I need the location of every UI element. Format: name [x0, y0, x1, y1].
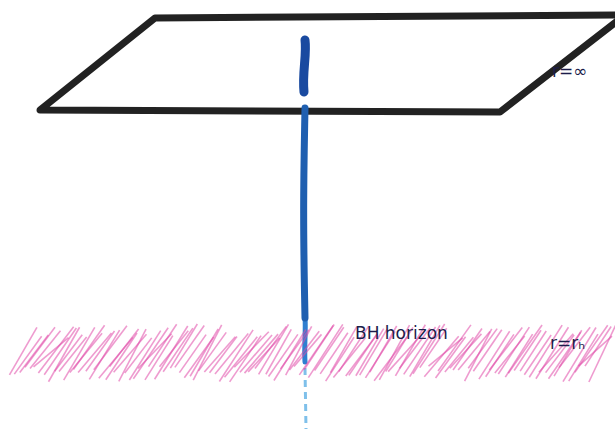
boundary-plane: r=∞ [40, 10, 615, 116]
hatch-stroke [49, 327, 80, 382]
string-connector [304, 108, 305, 318]
hatch-stroke [468, 329, 497, 369]
hatch-stroke [520, 331, 546, 371]
hatch-stroke [38, 327, 73, 373]
plane-edge [40, 15, 615, 112]
hatch-stroke [315, 327, 344, 370]
hatch-stroke [34, 338, 69, 367]
hatch-stroke [170, 324, 197, 368]
hatch-stroke [14, 336, 41, 374]
horizon-label: BH horizon [355, 324, 448, 343]
hatch-stroke [190, 329, 218, 376]
horizon-band: BH horizon r=rₕ [8, 318, 610, 384]
hatch-stroke [163, 328, 193, 372]
hatch-stroke [269, 334, 298, 376]
boundary-label: r=∞ [552, 62, 587, 81]
hatch-stroke [234, 332, 268, 367]
plane-outline [40, 10, 615, 116]
hatch-stroke [585, 327, 611, 367]
hatch-stroke [149, 324, 177, 366]
horizon-radius-label: r=rₕ [550, 334, 585, 353]
hatch-stroke [259, 324, 289, 374]
hatch-stroke [55, 335, 83, 371]
horizon-hatching [8, 318, 610, 384]
hatch-stroke [289, 331, 319, 370]
hatch-stroke [524, 335, 551, 375]
hatch-stroke [119, 329, 146, 381]
hatch-stroke [589, 324, 615, 382]
hatch-stroke [266, 329, 291, 374]
hatch-stroke [479, 331, 510, 379]
hatch-stroke [155, 326, 188, 379]
hatch-stroke [245, 334, 279, 373]
string-top [304, 40, 306, 92]
hatch-stroke [308, 324, 342, 377]
string-interior [305, 368, 306, 429]
